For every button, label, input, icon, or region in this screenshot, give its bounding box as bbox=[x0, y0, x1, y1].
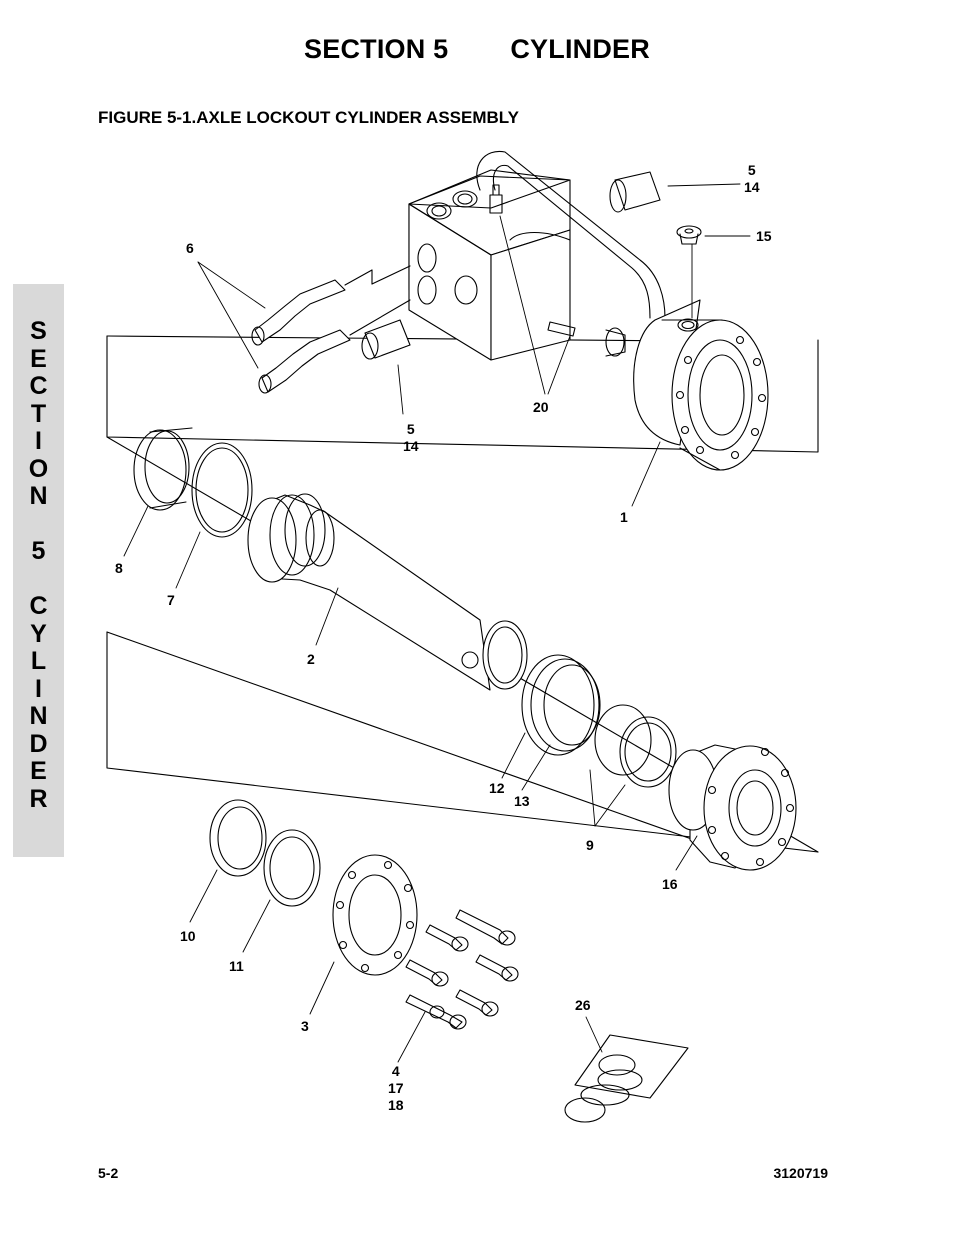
side-tab-letter: L bbox=[30, 647, 47, 675]
side-tab-letter: R bbox=[29, 784, 48, 813]
side-tab-letter: C bbox=[29, 372, 48, 400]
side-tab-letter: N bbox=[29, 482, 48, 510]
wear-ring-8 bbox=[133, 427, 193, 511]
side-tab-letter: S bbox=[30, 317, 47, 345]
side-tab-letter: E bbox=[30, 344, 47, 373]
head-16 bbox=[668, 744, 797, 871]
seal-9 bbox=[594, 704, 677, 788]
barrel-1 bbox=[633, 299, 769, 471]
callout-number: 1 bbox=[620, 509, 628, 525]
page-header: SECTION 5 CYLINDER bbox=[0, 34, 954, 65]
callout-number: 18 bbox=[388, 1097, 404, 1113]
callout-1: 1 bbox=[620, 509, 628, 526]
side-tab-letters: S E C T I O N 5 C Y L I N D E R bbox=[13, 317, 64, 813]
cartridge-valve-6 bbox=[251, 265, 411, 394]
callout-9: 9 bbox=[586, 837, 594, 854]
callout-4-17-18: 4 17 18 bbox=[388, 1063, 404, 1114]
side-tab-letter: O bbox=[28, 454, 49, 483]
callout-number: 26 bbox=[575, 997, 591, 1013]
callout-13: 13 bbox=[514, 793, 530, 810]
side-tab-letter: Y bbox=[30, 619, 47, 648]
piston-rod-2 bbox=[247, 493, 528, 691]
rod-seal-11 bbox=[263, 829, 321, 907]
exploded-view-drawing bbox=[106, 150, 819, 1123]
callout-10: 10 bbox=[180, 928, 196, 945]
piston-seal-7 bbox=[191, 442, 253, 538]
page-number: 5-2 bbox=[98, 1165, 119, 1181]
callout-number: 10 bbox=[180, 928, 196, 944]
callout-8: 8 bbox=[115, 560, 123, 577]
callout-number: 5 bbox=[747, 162, 756, 178]
callout-number: 6 bbox=[186, 240, 194, 256]
seal-12-13 bbox=[521, 654, 601, 756]
callout-5-14-top: 5 14 bbox=[744, 162, 760, 196]
callout-number: 11 bbox=[229, 958, 244, 974]
callout-number: 8 bbox=[115, 560, 123, 576]
callout-12: 12 bbox=[489, 780, 505, 797]
callout-number: 12 bbox=[489, 780, 505, 796]
callout-number: 16 bbox=[662, 876, 678, 892]
side-tab-letter: I bbox=[35, 674, 42, 703]
callout-5-14-mid: 5 14 bbox=[403, 421, 419, 455]
bushing-5-14 bbox=[361, 171, 661, 360]
section-number: SECTION 5 bbox=[304, 34, 449, 64]
side-tab-letter: I bbox=[35, 427, 42, 455]
side-tab-letter: D bbox=[29, 729, 48, 758]
callout-number: 15 bbox=[756, 228, 772, 244]
callout-number: 20 bbox=[533, 399, 549, 415]
callout-26: 26 bbox=[575, 997, 591, 1014]
callout-16: 16 bbox=[662, 876, 678, 893]
callout-number: 2 bbox=[307, 651, 315, 667]
callout-number: 3 bbox=[301, 1018, 309, 1034]
callout-number: 13 bbox=[514, 793, 530, 809]
callout-6: 6 bbox=[186, 240, 194, 257]
callout-number: 14 bbox=[403, 438, 419, 454]
callout-20: 20 bbox=[533, 399, 549, 416]
figure-title: FIGURE 5-1.AXLE LOCKOUT CYLINDER ASSEMBL… bbox=[98, 108, 519, 127]
callout-number: 7 bbox=[167, 592, 175, 608]
side-tab-letter: T bbox=[30, 399, 47, 428]
callout-15: 15 bbox=[756, 228, 772, 245]
plug-15 bbox=[676, 225, 702, 245]
callout-number: 9 bbox=[586, 837, 594, 853]
seal-kit-26 bbox=[564, 1034, 689, 1123]
section-title: CYLINDER bbox=[510, 34, 650, 64]
side-tab-letter: E bbox=[30, 757, 47, 785]
side-tab-letter: 5 bbox=[31, 537, 46, 565]
side-tab-letter: N bbox=[29, 702, 48, 730]
cap-screws-4-17-18 bbox=[405, 909, 519, 1030]
section-side-tab[interactable]: S E C T I O N 5 C Y L I N D E R bbox=[13, 284, 64, 857]
hydraulic-tube bbox=[476, 150, 666, 319]
wiper-ring-10 bbox=[209, 799, 267, 877]
callout-leader-lines bbox=[123, 183, 751, 1063]
callout-3: 3 bbox=[301, 1018, 309, 1035]
document-number: 3120719 bbox=[773, 1165, 828, 1181]
retaining-plate-3 bbox=[332, 854, 418, 976]
fitting-20 bbox=[489, 184, 626, 357]
callout-number: 4 bbox=[391, 1063, 400, 1079]
callout-number: 5 bbox=[406, 421, 415, 437]
callout-number: 14 bbox=[744, 179, 760, 195]
callout-2: 2 bbox=[307, 651, 315, 668]
callout-7: 7 bbox=[167, 592, 175, 609]
callout-number: 17 bbox=[388, 1080, 404, 1096]
side-tab-letter: C bbox=[29, 592, 48, 620]
callout-11: 11 bbox=[229, 958, 244, 975]
